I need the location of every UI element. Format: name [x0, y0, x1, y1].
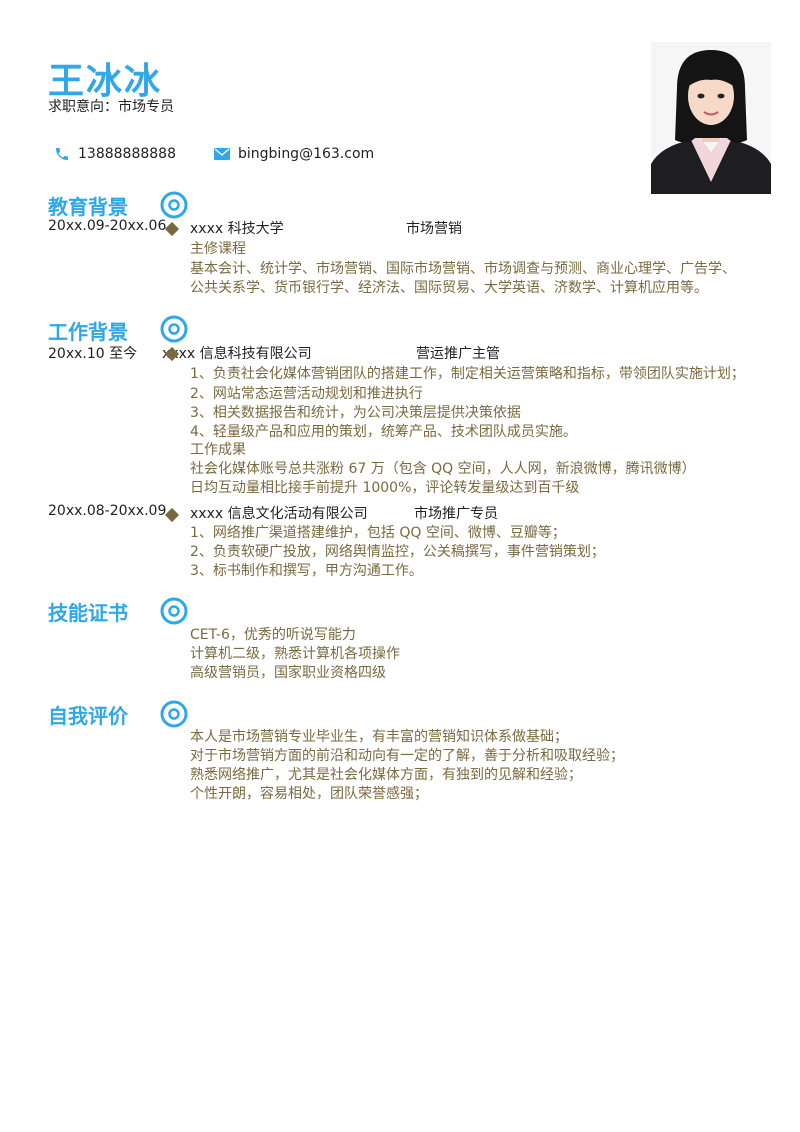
job-position: 营运推广主管: [416, 346, 500, 362]
education-period: 20xx.09-20xx.06: [48, 218, 167, 234]
education-line: 公共关系学、货币银行学、经济法、国际贸易、大学英语、济数学、计算机应用等。: [190, 280, 708, 296]
job-intent: 求职意向：市场专员: [48, 99, 174, 115]
job-line: 日均互动量相比接手前提升 1000%，评论转发量级达到百千级: [190, 480, 580, 496]
email-contact: bingbing@163.com: [214, 146, 374, 162]
profile-photo: [651, 42, 771, 194]
school-name: xxxx 科技大学: [190, 221, 284, 237]
job-period: 20xx.08-20xx.09: [48, 503, 167, 519]
self-eval-line: 对于市场营销方面的前沿和动向有一定的了解，善于分析和吸取经验；: [190, 748, 624, 764]
self-eval-title: 自我评价: [48, 704, 128, 728]
job-position: 市场推广专员: [414, 506, 498, 522]
skill-line: 高级营销员，国家职业资格四级: [190, 665, 386, 681]
job-company: xxxx 信息文化活动有限公司: [190, 506, 368, 522]
portrait-illustration: [651, 42, 771, 194]
job-line: 工作成果: [190, 442, 246, 458]
work-title: 工作背景: [48, 320, 128, 344]
job-line: 1、网络推广渠道搭建维护，包括 QQ 空间、微博、豆瓣等；: [190, 525, 566, 541]
self-eval-line: 本人是市场营销专业毕业生，有丰富的营销知识体系做基础；: [190, 729, 568, 745]
skill-line: 计算机二级，熟悉计算机各项操作: [190, 646, 400, 662]
target-circle-icon: [160, 597, 188, 625]
education-line: 主修课程: [190, 241, 246, 257]
phone-number: 13888888888: [78, 146, 176, 162]
job-line: 1、负责社会化媒体营销团队的搭建工作，制定相关运营策略和指标，带领团队实施计划；: [190, 366, 745, 382]
phone-icon: [56, 148, 68, 160]
job-company: xxxx 信息科技有限公司: [162, 346, 312, 362]
skills-title: 技能证书: [48, 601, 128, 625]
mail-icon: [214, 148, 230, 160]
target-circle-icon: [160, 700, 188, 728]
self-eval-line: 熟悉网络推广，尤其是社会化媒体方面，有独到的见解和经验；: [190, 767, 582, 783]
job-line: 2、负责软硬广投放，网络舆情监控，公关稿撰写，事件营销策划；: [190, 544, 605, 560]
job-line: 3、相关数据报告和统计，为公司决策层提供决策依据: [190, 405, 521, 421]
self-eval-line: 个性开朗，容易相处，团队荣誉感强；: [190, 786, 428, 802]
job-line: 3、标书制作和撰写，甲方沟通工作。: [190, 563, 423, 579]
resume-name: 王冰冰: [48, 61, 163, 102]
diamond-icon: [164, 221, 180, 237]
email-address: bingbing@163.com: [238, 146, 375, 162]
skill-line: CET-6，优秀的听说写能力: [190, 627, 356, 643]
job-period: 20xx.10 至今: [48, 346, 138, 362]
phone-contact: 13888888888: [54, 146, 176, 162]
job-line: 社会化媒体账号总共涨粉 67 万（包含 QQ 空间，人人网，新浪微博，腾讯微博）: [190, 461, 696, 477]
major-name: 市场营销: [406, 221, 462, 237]
job-line: 2、网站常态运营活动规划和推进执行: [190, 386, 423, 402]
target-circle-icon: [160, 191, 188, 219]
target-circle-icon: [160, 315, 188, 343]
diamond-icon: [164, 507, 180, 523]
education-title: 教育背景: [48, 195, 128, 219]
education-line: 基本会计、统计学、市场营销、国际市场营销、市场调查与预测、商业心理学、广告学、: [190, 261, 736, 277]
job-line: 4、轻量级产品和应用的策划，统筹产品、技术团队成员实施。: [190, 424, 577, 440]
